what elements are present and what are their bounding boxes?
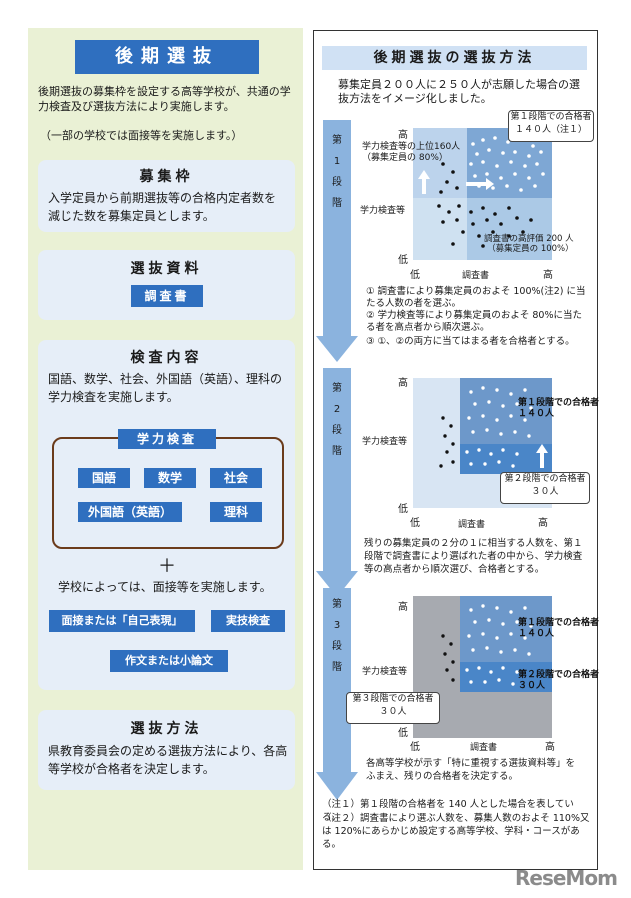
stage1-top-label: 学力検査等の上位160人 （募集定員の 80%） — [362, 142, 461, 163]
gakuryoku-label: 学力検査 — [118, 429, 216, 449]
left-intro: 後期選抜の募集枠を設定する高等学校が、共通の学力検査及び選抜方法により実施します… — [38, 85, 291, 113]
stage1-note-1: ① 調査書により募集定員のおよそ 100%(注2) に当たる人数の者を選ぶ。 — [366, 286, 586, 309]
stage1-arrow-body — [323, 120, 351, 336]
extra-button-essay[interactable]: 作文または小論文 — [110, 650, 228, 672]
section-title-senbatsu-shiryo: 選抜資料 — [130, 261, 203, 277]
stage3-x-low: 低 — [410, 742, 420, 753]
stage1-x-high: 高 — [543, 270, 553, 281]
left-intro-note: （一部の学校では面接等を実施します。） — [40, 129, 243, 142]
stage1-label: 第 1 段 階 — [328, 130, 346, 214]
stage3-x-label: 調査書 — [470, 743, 498, 753]
section-senbatsu-hoho — [38, 710, 295, 790]
stage3-stage1-zone — [460, 596, 552, 662]
stage2-x-label: 調査書 — [458, 520, 486, 530]
stage1-label-ch2: 1 — [333, 156, 341, 167]
plus-sign: ＋ — [158, 556, 176, 577]
stage2-y-high: 高 — [398, 378, 408, 389]
footnote-1: （注１）第１段階の合格者を 140 人とした場合を表している。 — [322, 799, 574, 823]
stage2-label-ch4: 階 — [332, 446, 342, 457]
right-intro: 募集定員２００人に２５０人が志願した場合の選抜方法をイメージ化しました。 — [338, 78, 580, 105]
stage2-label-1: 第１段階での合格者 １４０人 — [518, 398, 600, 419]
stage2-callout: 第２段階での合格者 ３０人 — [500, 472, 590, 504]
stage3-note: 各高等学校が示す「特に重視する選抜資料等」をふまえ、残りの合格者を決定する。 — [366, 758, 576, 782]
stage2-x-high: 高 — [538, 518, 548, 529]
stage2-x-low: 低 — [410, 518, 420, 529]
stage3-x-high: 高 — [545, 742, 555, 753]
stage2-y-low: 低 — [398, 504, 408, 515]
stage1-black-dots — [437, 162, 533, 248]
stage3-label-2: 第２段階での合格者 ３０人 — [518, 670, 600, 691]
stage3-arrow-head — [316, 772, 358, 800]
stage3-label-1: 第１段階での合格者 １４０人 — [518, 618, 600, 639]
chosasho-button[interactable]: 調査書 — [131, 285, 203, 307]
subject-sugaku[interactable]: 数学 — [144, 468, 196, 488]
stage2-y-label: 学力検査等 — [362, 437, 408, 447]
stage1-y-high: 高 — [398, 130, 408, 141]
stage1-right-arrow — [466, 178, 494, 190]
stage-arrow-column — [316, 120, 358, 800]
stage2-label-ch2: 2 — [333, 404, 341, 415]
stage2-up-arrow — [536, 444, 548, 468]
stage1-label-ch4: 階 — [332, 198, 342, 209]
stage3-arrow-body — [323, 588, 351, 772]
stage3-label: 第 3 段 階 — [328, 594, 346, 678]
stage3-y-label: 学力検査等 — [362, 667, 408, 677]
section-title-boshuwaku: 募集枠 — [139, 169, 194, 185]
extra-button-practical[interactable]: 実技検査 — [211, 610, 285, 632]
subject-rika[interactable]: 理科 — [210, 502, 262, 522]
stage3-label-ch1: 第 — [332, 599, 342, 610]
extra-button-interview[interactable]: 面接または「自己表現」 — [49, 610, 195, 632]
right-title: 後期選抜の選抜方法 — [322, 46, 587, 70]
stage1-label-ch3: 段 — [332, 177, 342, 188]
stage2-arrow-head — [316, 571, 358, 597]
stage3-label-ch3: 段 — [332, 641, 342, 652]
stage2-stage1-zone — [460, 378, 552, 444]
gakuryoku-frame — [52, 437, 284, 549]
stage2-label-ch3: 段 — [332, 425, 342, 436]
left-title: 後期選抜 — [75, 40, 259, 74]
stage2-white-dots — [465, 386, 533, 468]
stage2-black-dots — [439, 416, 455, 468]
stage2-arrow-body — [323, 368, 351, 571]
stage1-note-3: ③ ①、②の両方に当てはまる者を合格者とする。 — [366, 336, 575, 347]
stage2-note: 残りの募集定員の２分の１に相当する人数を、第１段階で調査書により選ばれた者の中か… — [364, 538, 583, 575]
stage3-black-dots — [441, 634, 455, 682]
subject-eigo[interactable]: 外国語（英語） — [78, 502, 182, 522]
stage3-dots — [441, 604, 533, 686]
stage1-up-arrow — [418, 170, 430, 194]
section-title-senbatsu-hoho: 選抜方法 — [130, 721, 203, 737]
stage3-y-low: 低 — [398, 728, 408, 739]
subject-kokugo[interactable]: 国語 — [78, 468, 130, 488]
stage1-note-2: ② 学力検査等により募集定員のおよそ 80%に当たる者を高点者から順次選ぶ。 — [366, 310, 582, 333]
stage2-dots — [439, 386, 533, 468]
section-text-kensa-naiyo: 国語、数学、社会、外国語（英語）、理科の学力検査を実施します。 — [48, 372, 283, 404]
resemom-watermark: ReseMom — [515, 866, 618, 890]
stage3-white-dots — [465, 604, 533, 686]
stage3-callout: 第３段階での合格者 ３０人 — [346, 692, 440, 724]
stage1-label-ch1: 第 — [332, 135, 342, 146]
stage2-selected-zone — [460, 444, 552, 474]
section-text-senbatsu-hoho: 県教育委員会の定める選抜方法により、各高等学校が合格者を決定します。 — [48, 744, 288, 776]
stage3-y-high: 高 — [398, 602, 408, 613]
stage3-label-ch4: 階 — [332, 662, 342, 673]
subject-shakai[interactable]: 社会 — [210, 468, 262, 488]
section-boshuwaku — [38, 160, 295, 232]
stage2-label: 第 2 段 階 — [328, 378, 346, 462]
stage3-stage2-zone — [460, 662, 552, 692]
stage1-callout: 第１段階での合格者 １４０人（注１） — [508, 110, 594, 142]
stage3-label-ch2: 3 — [333, 620, 341, 631]
footnote-2: （注２）調査書により選ぶ人数を、募集人数のおよそ 110%又は 120%にあらか… — [322, 813, 590, 850]
section-title-kensa-naiyo: 検査内容 — [130, 350, 203, 366]
stage1-y-low: 低 — [398, 255, 408, 266]
stage1-bottom-label: 調査書の高評価 200 人 （募集定員の 100%） — [484, 234, 574, 254]
stage2-label-ch1: 第 — [332, 383, 342, 394]
extra-text: 学校によっては、面接等を実施します。 — [58, 580, 272, 594]
section-text-boshuwaku: 入学定員から前期選抜等の合格内定者数を減じた数を募集定員とします。 — [48, 191, 277, 223]
stage1-x-low: 低 — [410, 270, 420, 281]
stage1-x-label: 調査書 — [462, 271, 490, 281]
stage1-arrow-head — [316, 336, 358, 362]
stage1-y-label: 学力検査等 — [360, 206, 406, 216]
